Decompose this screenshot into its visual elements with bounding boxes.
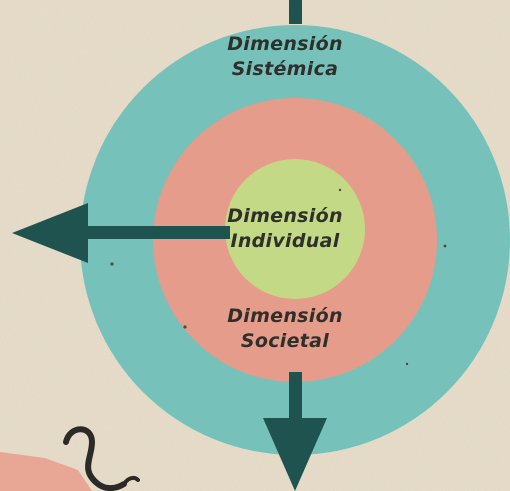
label-dimension-sistemica: Dimensión Sistémica bbox=[205, 32, 365, 82]
label-societal-line2: Societal bbox=[240, 330, 330, 352]
decor-swirl-tail bbox=[122, 475, 140, 486]
speck bbox=[110, 262, 114, 266]
label-dimension-societal: Dimensión Societal bbox=[205, 304, 365, 354]
label-individual-line1: Dimensión bbox=[227, 205, 343, 227]
up-arrow bbox=[289, 0, 302, 24]
decor-pink-patch bbox=[0, 452, 92, 491]
label-sistemica-line2: Sistémica bbox=[231, 58, 339, 80]
label-dimension-individual: Dimensión Individual bbox=[205, 204, 365, 254]
label-individual-line2: Individual bbox=[230, 230, 340, 252]
label-sistemica-line1: Dimensión bbox=[227, 33, 343, 55]
inner-circle-individual bbox=[225, 159, 365, 299]
left-arrow bbox=[12, 203, 230, 263]
speck bbox=[183, 325, 187, 329]
down-arrow bbox=[263, 372, 327, 491]
speck bbox=[443, 244, 447, 248]
speck bbox=[405, 362, 409, 366]
label-societal-line1: Dimensión bbox=[227, 305, 343, 327]
speck bbox=[338, 188, 342, 192]
decor-swirl bbox=[63, 426, 127, 491]
